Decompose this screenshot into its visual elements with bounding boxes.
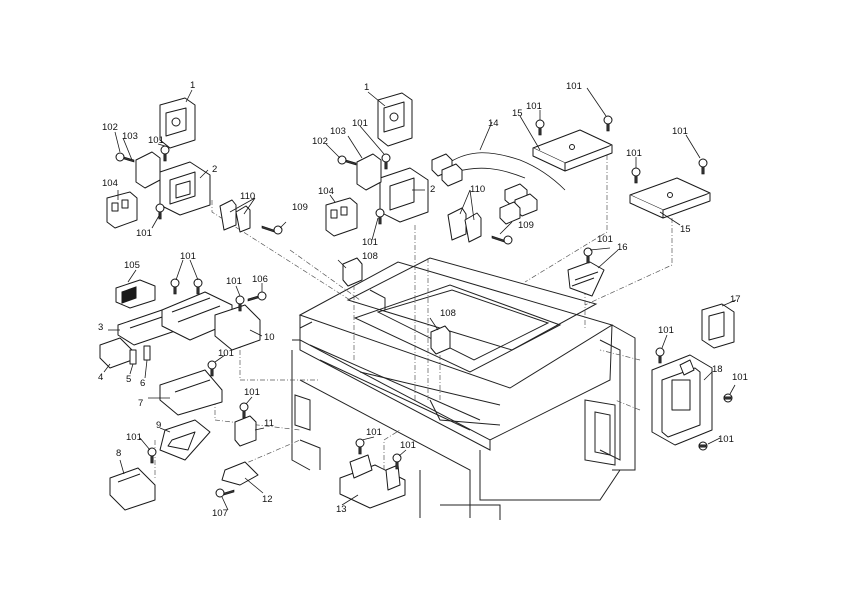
- leader-lines: [103, 87, 737, 511]
- callout-10: 10: [264, 332, 275, 343]
- left-sensor-assembly: [106, 97, 251, 233]
- callout-11: 11: [264, 418, 274, 429]
- callout-101: 101: [597, 234, 613, 245]
- callout-101: 101: [244, 387, 260, 398]
- callout-101: 101: [718, 434, 734, 445]
- callout-101: 101: [658, 325, 674, 336]
- screw-icon: [698, 158, 708, 175]
- screw-icon: [535, 119, 545, 136]
- screw-icon: [355, 438, 365, 455]
- callout-101: 101: [136, 228, 152, 239]
- callout-110: 110: [240, 191, 255, 202]
- callout-3: 3: [98, 322, 103, 333]
- callout-1: 1: [190, 80, 195, 91]
- callout-101: 101: [366, 427, 382, 438]
- callout-104: 104: [318, 186, 334, 197]
- screw-icon: [375, 208, 385, 225]
- callout-7: 7: [138, 398, 143, 409]
- callout-labels: 1 1 2 2 3 4 5 6 7 8 9 10 11 12 13 14 15 …: [98, 80, 748, 519]
- callout-103: 103: [330, 126, 346, 137]
- screw-icon: [381, 153, 391, 170]
- callout-110: 110: [470, 184, 485, 195]
- screw-icon: [193, 278, 203, 295]
- callout-104: 104: [102, 178, 118, 189]
- callout-103: 103: [122, 131, 138, 142]
- callout-101: 101: [400, 440, 416, 451]
- left-lower-components: [99, 225, 513, 511]
- screw-icon: [655, 347, 665, 364]
- screw-icon: [603, 115, 613, 132]
- center-sensor-assembly: [325, 92, 482, 243]
- callout-12: 12: [262, 494, 273, 505]
- callout-17: 17: [730, 294, 741, 305]
- callout-6: 6: [140, 378, 145, 389]
- callout-5: 5: [126, 374, 131, 385]
- callout-101: 101: [732, 372, 748, 383]
- callout-15: 15: [680, 224, 691, 235]
- main-frame: [291, 257, 636, 520]
- callout-108: 108: [440, 308, 456, 319]
- screw-icon: [723, 393, 733, 403]
- callout-16: 16: [617, 242, 628, 253]
- callout-101: 101: [218, 348, 234, 359]
- screw-icon: [631, 167, 641, 184]
- callout-13: 13: [336, 504, 347, 515]
- callout-2: 2: [430, 184, 435, 195]
- callout-4: 4: [98, 372, 103, 383]
- callout-101: 101: [352, 118, 368, 129]
- screw-icon: [698, 441, 708, 451]
- screw-icon: [155, 203, 165, 220]
- callout-2: 2: [212, 164, 217, 175]
- right-components: [567, 261, 735, 446]
- callout-108: 108: [362, 251, 378, 262]
- callout-101: 101: [672, 126, 688, 137]
- screw-icon: [170, 278, 180, 295]
- callout-109: 109: [518, 220, 534, 231]
- callout-101: 101: [566, 81, 582, 92]
- callout-101: 101: [126, 432, 142, 443]
- callout-1: 1: [364, 82, 369, 93]
- callout-107: 107: [212, 508, 228, 519]
- callout-105: 105: [124, 260, 140, 271]
- mount-brackets-15: [532, 129, 711, 219]
- callout-101: 101: [180, 251, 196, 262]
- callout-14: 14: [488, 118, 499, 129]
- wire-harness: [431, 152, 566, 225]
- callout-109: 109: [292, 202, 308, 213]
- screw-icon: [160, 145, 170, 162]
- callout-101: 101: [626, 148, 642, 159]
- callout-102: 102: [312, 136, 328, 147]
- callout-101: 101: [226, 276, 242, 287]
- callout-101: 101: [362, 237, 378, 248]
- callout-8: 8: [116, 448, 121, 459]
- screws-101: [147, 115, 733, 470]
- callout-18: 18: [712, 364, 723, 375]
- callout-9: 9: [156, 420, 161, 431]
- callout-106: 106: [252, 274, 268, 285]
- callout-15: 15: [512, 108, 523, 119]
- callout-101: 101: [148, 135, 164, 146]
- callout-101: 101: [526, 101, 542, 112]
- screw-icon: [207, 360, 217, 377]
- screw-icon: [239, 402, 249, 419]
- callout-102: 102: [102, 122, 118, 133]
